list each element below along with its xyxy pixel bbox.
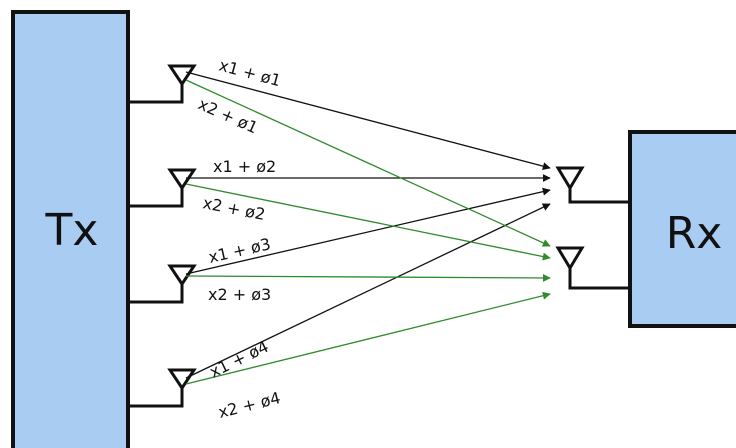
tx-antenna-3 <box>130 264 197 304</box>
tx-feed-line-1 <box>130 84 184 104</box>
antenna-icon <box>555 246 585 271</box>
label-x1-tx2: x1 + ø2 <box>213 157 276 176</box>
x1-signal-paths <box>185 71 551 379</box>
label-x2-tx1: x2 + ø1 <box>195 94 260 137</box>
antenna-icon <box>167 368 197 391</box>
rx-box <box>628 130 736 328</box>
rx-label: Rx <box>666 208 723 259</box>
rx-antenna-1 <box>555 166 630 204</box>
rx-antenna-2 <box>555 246 630 290</box>
tx-label: Tx <box>45 205 99 256</box>
path-labels: x1 + ø1 x2 + ø1 x1 + ø2 x2 + ø2 x1 + ø3 … <box>195 56 283 422</box>
path-x1-tx4 <box>185 203 551 379</box>
label-x1-tx4: x1 + ø4 <box>206 337 271 382</box>
tx-antenna-2 <box>130 168 197 208</box>
tx-feed-line-3 <box>130 284 184 304</box>
tx-box <box>11 10 130 448</box>
x2-signal-paths <box>185 79 551 385</box>
path-x2-tx1 <box>185 79 551 247</box>
antenna-icon <box>167 64 197 87</box>
tx-antenna-1 <box>130 64 197 104</box>
antenna-icon <box>167 264 197 287</box>
tx-block: Tx <box>11 10 130 448</box>
label-x1-tx1: x1 + ø1 <box>217 56 283 91</box>
tx-antenna-4 <box>130 368 197 408</box>
antenna-icon <box>555 166 585 191</box>
rx-block: Rx <box>628 130 736 328</box>
path-x1-tx1 <box>185 71 551 171</box>
path-x2-tx4 <box>185 291 551 385</box>
rx-feed-line-2 <box>568 268 630 290</box>
antenna-icon <box>167 168 197 191</box>
path-x2-tx2 <box>185 183 551 261</box>
tx-feed-line-2 <box>130 188 184 208</box>
tx-feed-line-4 <box>130 388 184 408</box>
path-x1-tx3 <box>185 187 551 275</box>
label-x2-tx4: x2 + ø4 <box>216 388 282 422</box>
label-x2-tx3: x2 + ø3 <box>208 285 271 304</box>
rx-feed-line-1 <box>568 188 630 204</box>
path-x2-tx3 <box>185 273 551 282</box>
